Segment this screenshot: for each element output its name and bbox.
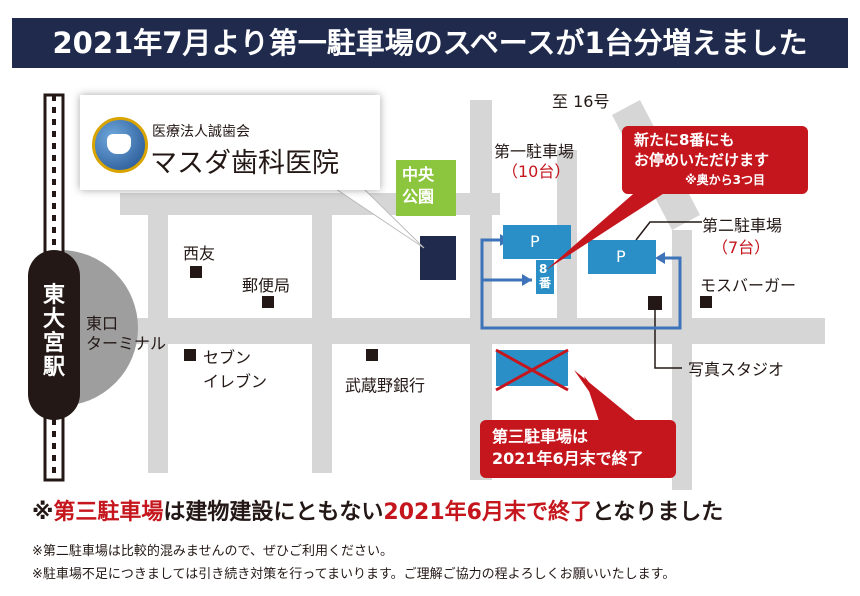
landmark-markers [184, 266, 712, 361]
space-8-number: 8 [539, 262, 548, 276]
park-label: 中央 公園 [402, 164, 434, 208]
third-callout-line2: 2021年6月末で終了 [492, 449, 644, 468]
road-vertical-5 [672, 230, 692, 490]
station-char: 大 [42, 307, 65, 332]
note-second-parking: ※第二駐車場は比較的混みませんので、ぜひご利用ください。 [32, 544, 393, 559]
first-parking-p-icon: P [530, 232, 540, 251]
route-16-label: 至 16号 [552, 92, 610, 111]
mos-label: モスバーガー [700, 276, 797, 295]
station-char: 駅 [42, 355, 65, 380]
first-parking-name: 第一駐車場 [494, 142, 575, 161]
clinic-logo-card: 医療法人誠歯会 マスダ歯科医院 [80, 95, 380, 190]
first-parking-lot [503, 225, 571, 259]
note-parking-shortage: ※駐車場不足につきましては引き続き対策を行ってまいります。ご理解ご協力の程よろし… [32, 567, 676, 582]
east-exit-label: 東口 ターミナル [86, 314, 166, 354]
seven-line1: セブン [203, 348, 252, 367]
studio-label: 写真スタジオ [688, 360, 785, 379]
clinic-name: マスダ歯科医院 [150, 148, 339, 179]
road-vertical-1 [148, 193, 168, 473]
seven-label: セブン イレブン [203, 346, 267, 394]
nishitomo-label: 西友 [183, 244, 216, 263]
new-callout-line3: ※奥から3つ目 [684, 173, 766, 187]
station-name: 東 大 宮 駅 [39, 284, 69, 380]
closure-notice: ※第三駐車場は建物建設にともない2021年6月末で終了となりました [32, 494, 723, 526]
new-callout-line2: お停めいただけます [634, 151, 770, 169]
notice-highlight-2: 2021年6月末で終了 [383, 500, 592, 525]
third-callout-box [480, 420, 676, 478]
new-callout-pointer [546, 188, 672, 270]
new-callout-box [622, 126, 808, 194]
bank-marker [366, 349, 378, 361]
space-8-label: 8 番 [539, 262, 551, 290]
post-office-marker [262, 296, 274, 308]
notice-middle: は建物建設にともない [163, 500, 384, 525]
notice-prefix: ※ [32, 500, 54, 525]
east-exit-line1: 東口 [86, 314, 119, 333]
bank-label: 武蔵野銀行 [345, 376, 426, 395]
studio-marker [648, 296, 662, 310]
notice-highlight-1: 第三駐車場 [53, 500, 164, 525]
post-office-label: 郵便局 [242, 276, 291, 295]
park-line2: 公園 [402, 187, 435, 206]
main-road-horizontal [60, 318, 825, 344]
space-8-suffix: 番 [539, 276, 552, 290]
new-space-callout: 新たに8番にも お停めいただけます ※奥から3つ目 [634, 130, 769, 190]
nishitomo-marker [190, 266, 202, 278]
road-vertical-2 [312, 193, 332, 473]
mos-marker [700, 296, 712, 308]
park [396, 160, 456, 216]
second-parking-lot [588, 240, 656, 274]
east-exit-line2: ターミナル [86, 334, 167, 353]
page-title: 2021年7月より第一駐車場のスペースが1台分増えました [12, 18, 848, 68]
new-callout-line1: 新たに8番にも [634, 131, 735, 149]
tooth-logo-icon [92, 117, 148, 173]
seven-line2: イレブン [203, 372, 268, 391]
station-char: 宮 [42, 331, 65, 356]
second-parking-p-icon: P [616, 247, 626, 266]
third-callout-line1: 第三駐車場は [492, 427, 589, 446]
space-8 [536, 260, 554, 294]
station-building [28, 250, 80, 420]
first-parking-count: （10台） [502, 162, 571, 181]
third-parking-callout: 第三駐車場は 2021年6月末で終了 [492, 426, 644, 470]
notice-suffix: となりました [591, 500, 724, 525]
station-char: 東 [42, 283, 65, 308]
second-parking-count: （7台） [712, 238, 771, 257]
clinic-org: 医療法人誠歯会 [152, 124, 250, 140]
clinic-building [420, 236, 456, 280]
seven-marker [184, 349, 196, 361]
second-parking-name: 第二駐車場 [702, 216, 783, 235]
park-line1: 中央 [402, 165, 435, 184]
